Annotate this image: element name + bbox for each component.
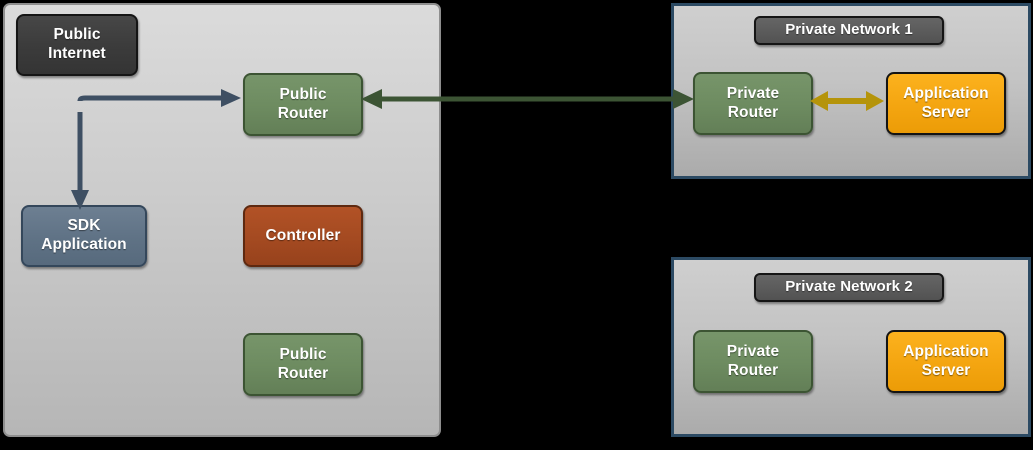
node-public-router-bottom[interactable]: Public Router [243,333,363,396]
private-network-2-badge: Private Network 2 [754,273,944,302]
node-private-router-1[interactable]: Private Router [693,72,813,135]
node-public-router-top[interactable]: Public Router [243,73,363,136]
public-network-panel: Public Internet Public Router SDK Applic… [3,3,441,437]
node-private-router-2[interactable]: Private Router [693,330,813,393]
private-network-2-panel: Private Network 2 Private Router Applica… [671,257,1031,437]
node-sdk-application[interactable]: SDK Application [21,205,147,267]
node-application-server-1-label: Application Server [903,84,989,121]
node-private-router-1-label: Private Router [726,84,780,121]
private-network-1-badge-label: Private Network 1 [785,21,913,39]
private-network-2-badge-label: Private Network 2 [785,278,913,296]
node-sdk-application-label: SDK Application [41,217,127,253]
node-private-router-2-label: Private Router [726,342,780,379]
node-controller-label: Controller [265,226,341,244]
private-network-1-panel: Private Network 1 Private Router Applica… [671,3,1031,179]
node-application-server-2-label: Application Server [903,342,989,379]
node-public-router-top-label: Public Router [277,85,329,122]
node-public-router-bottom-label: Public Router [277,345,329,382]
node-controller[interactable]: Controller [243,205,363,267]
node-application-server-2[interactable]: Application Server [886,330,1006,393]
node-application-server-1[interactable]: Application Server [886,72,1006,135]
private-network-1-badge: Private Network 1 [754,16,944,45]
node-public-internet[interactable]: Public Internet [16,14,138,76]
node-public-internet-label: Public Internet [48,26,106,62]
